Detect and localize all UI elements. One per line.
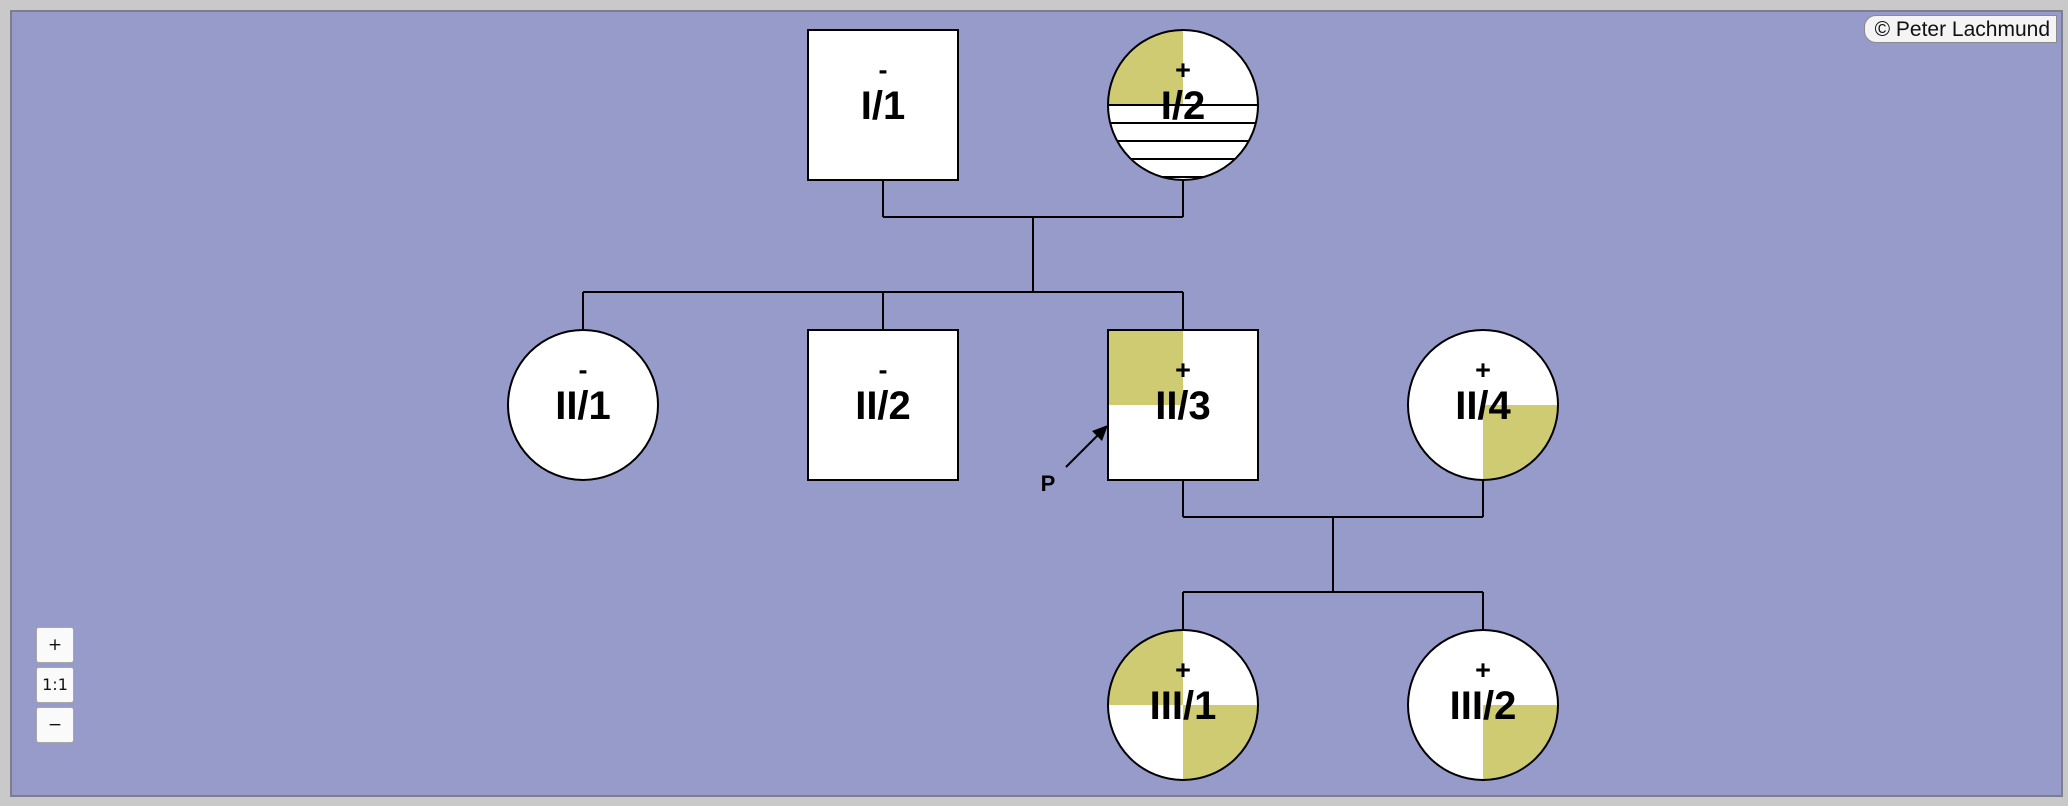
- individual-id-label: II/2: [855, 384, 911, 428]
- male-individual[interactable]: +II/3: [1107, 329, 1259, 481]
- female-symbol: [508, 330, 658, 480]
- status-marker: -: [879, 355, 888, 385]
- zoom-in-button[interactable]: +: [36, 627, 74, 663]
- individual-id-label: II/3: [1155, 384, 1211, 428]
- male-individual[interactable]: -II/2: [807, 329, 959, 481]
- female-individual[interactable]: +II/4: [1407, 329, 1559, 481]
- individual-id-label: III/1: [1150, 684, 1217, 728]
- proband-arrowhead: [1092, 425, 1108, 441]
- male-symbol: [808, 330, 958, 480]
- individual-id-label: I/2: [1161, 84, 1205, 128]
- female-individual[interactable]: +III/2: [1407, 629, 1559, 781]
- zoom-controls: + 1:1 −: [36, 627, 76, 747]
- male-symbol: [808, 30, 958, 180]
- female-individual[interactable]: +I/2: [1107, 29, 1259, 181]
- zoom-out-button[interactable]: −: [36, 707, 74, 743]
- status-marker: -: [579, 355, 588, 385]
- individual-id-label: II/1: [555, 384, 611, 428]
- status-marker: +: [1475, 355, 1491, 385]
- female-individual[interactable]: -II/1: [507, 329, 659, 481]
- status-marker: +: [1175, 655, 1191, 685]
- individual-id-label: III/2: [1450, 684, 1517, 728]
- pedigree-diagram: -I/1+I/2-II/1-II/2+II/3P+II/4+III/1+III/…: [507, 29, 1559, 781]
- status-marker: +: [1475, 655, 1491, 685]
- status-marker: -: [879, 55, 888, 85]
- proband-label: P: [1041, 471, 1056, 496]
- zoom-reset-button[interactable]: 1:1: [36, 667, 74, 703]
- male-individual[interactable]: -I/1: [807, 29, 959, 181]
- status-marker: +: [1175, 55, 1191, 85]
- status-marker: +: [1175, 355, 1191, 385]
- copyright-badge: © Peter Lachmund: [1863, 15, 2057, 43]
- affected-quadrant: [1108, 330, 1183, 405]
- individual-id-label: I/1: [861, 84, 905, 128]
- individual-id-label: II/4: [1455, 384, 1511, 428]
- female-individual[interactable]: +III/1: [1107, 629, 1259, 781]
